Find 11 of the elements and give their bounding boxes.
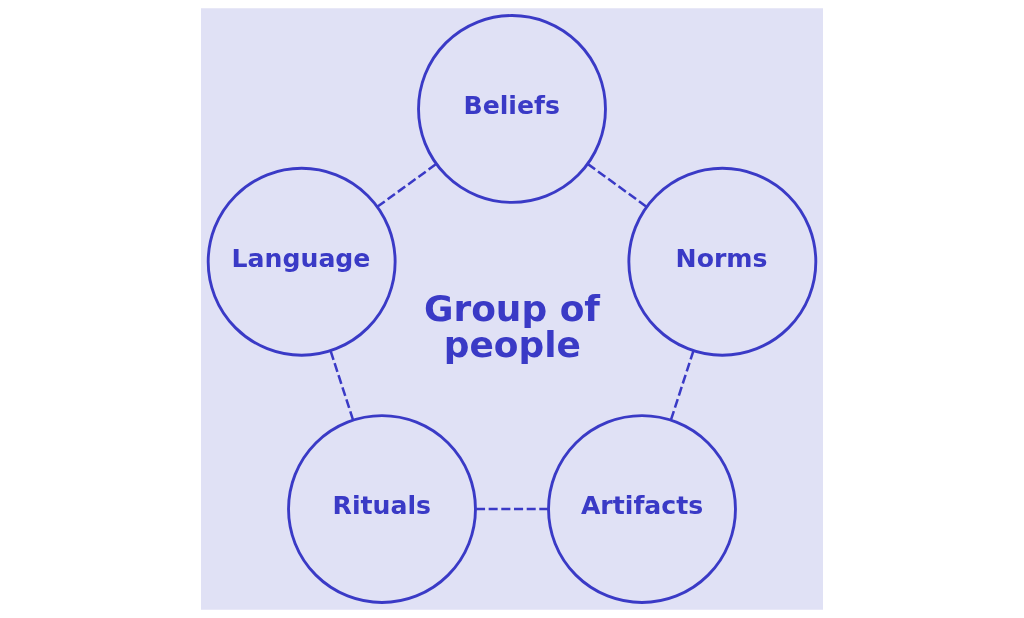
connector xyxy=(475,507,549,511)
connector xyxy=(376,163,437,208)
label: Group of people xyxy=(423,288,600,366)
node-circle: Norms xyxy=(627,166,818,357)
node-circle: Language xyxy=(206,166,397,357)
node-circle: Beliefs xyxy=(417,14,607,204)
connector xyxy=(329,350,355,421)
connector xyxy=(669,350,695,421)
node-circle: Rituals xyxy=(287,414,477,604)
node-circle: Artifacts xyxy=(547,414,737,604)
connector xyxy=(587,163,648,208)
